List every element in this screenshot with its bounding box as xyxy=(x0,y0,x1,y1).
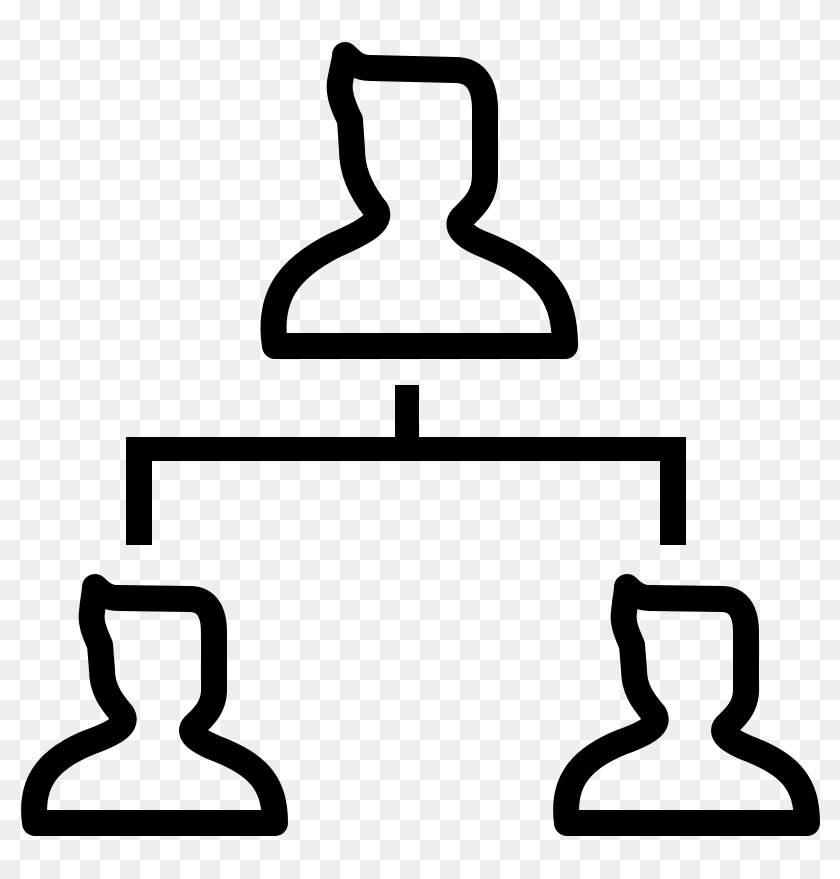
left-subordinate-person-icon xyxy=(21,574,288,836)
hierarchy-connector-icon xyxy=(126,385,686,545)
manager-person-icon xyxy=(260,42,578,359)
right-subordinate-person-icon xyxy=(553,574,820,836)
